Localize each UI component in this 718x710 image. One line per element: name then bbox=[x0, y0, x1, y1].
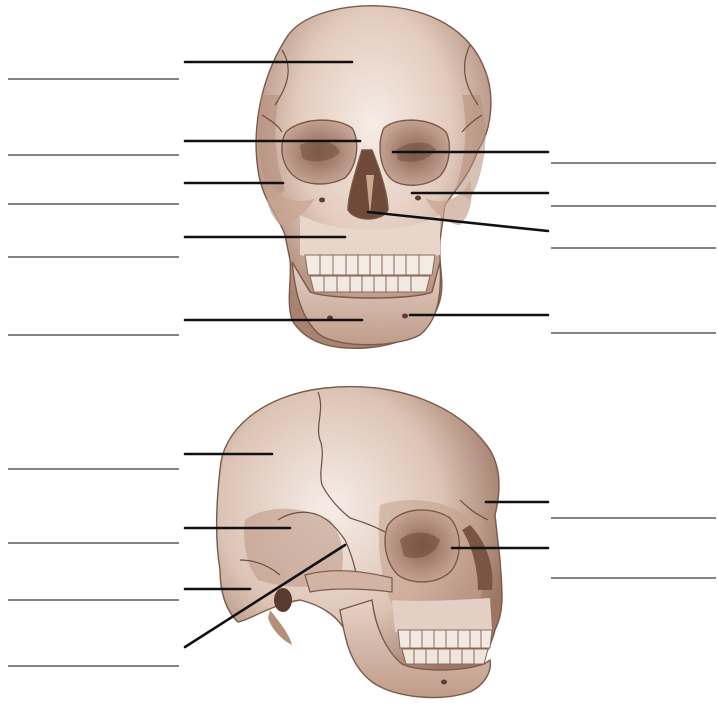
answer-lines-left bbox=[8, 79, 179, 666]
upper-teeth-lateral bbox=[398, 630, 492, 648]
upper-teeth-anterior bbox=[305, 255, 435, 275]
lower-teeth-anterior bbox=[310, 276, 430, 292]
anterior-skull bbox=[256, 6, 491, 349]
lateral-skull bbox=[217, 387, 502, 698]
answer-lines-right bbox=[551, 163, 716, 578]
lower-teeth-lateral bbox=[402, 649, 488, 664]
